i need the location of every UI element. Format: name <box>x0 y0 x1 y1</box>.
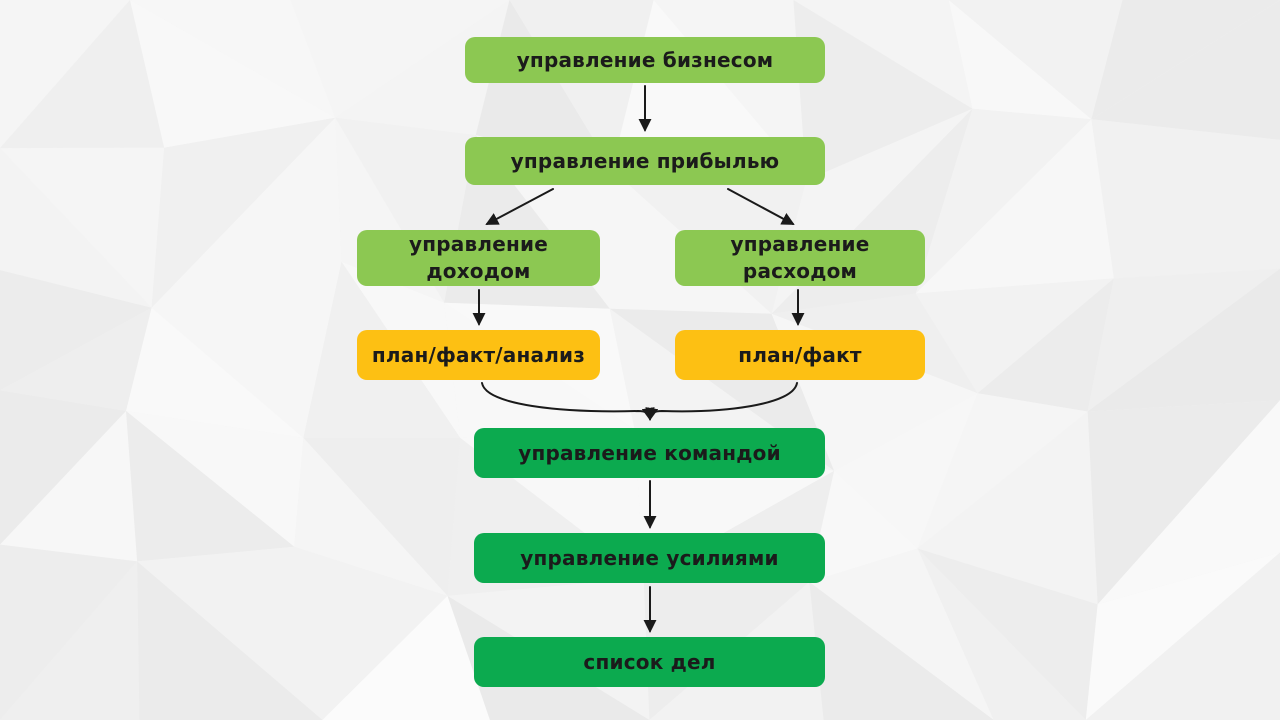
node-todo-list: список дел <box>474 637 825 687</box>
node-label: список дел <box>583 650 716 674</box>
node-plan-fact: план/факт <box>675 330 925 380</box>
node-label: управление доходом <box>409 232 548 283</box>
node-income-management: управление доходом <box>357 230 600 286</box>
node-team-management: управление командой <box>474 428 825 478</box>
node-label: план/факт/анализ <box>371 343 586 367</box>
node-business-management: управление бизнесом <box>465 37 825 83</box>
arrow-pf-team <box>645 382 798 421</box>
node-label: план/факт <box>738 343 862 367</box>
node-effort-management: управление усилиями <box>474 533 825 583</box>
node-label: управление усилиями <box>520 546 779 570</box>
node-label: управление бизнесом <box>516 48 774 72</box>
arrow-profit-expense <box>727 188 795 225</box>
node-profit-management: управление прибылью <box>465 137 825 185</box>
node-label: управление прибылью <box>510 149 780 173</box>
node-plan-fact-analysis: план/факт/анализ <box>357 330 600 380</box>
arrow-pfa-team <box>481 382 655 421</box>
node-label: управление командой <box>518 441 781 465</box>
node-expense-management: управление расходом <box>675 230 925 286</box>
arrow-profit-income <box>485 188 554 225</box>
node-label: управление расходом <box>730 232 870 283</box>
